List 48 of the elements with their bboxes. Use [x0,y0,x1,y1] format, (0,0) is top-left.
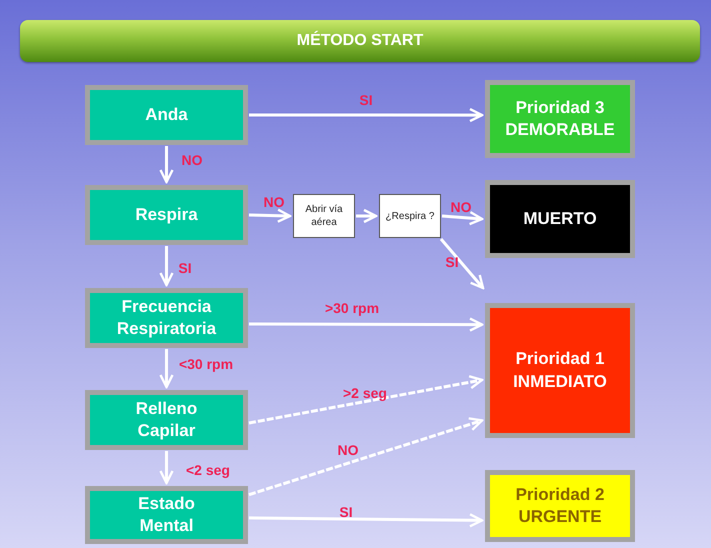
step-box [85,85,248,145]
arrow [356,208,378,224]
step-box [85,288,248,348]
box-text: Anda [145,104,188,126]
box-text: Frecuencia Respiratoria [116,296,216,340]
edge-label: <30 rpm [178,356,234,372]
edge-label: >30 rpm [324,300,380,316]
box-text: Respira [135,204,198,226]
box-text: Prioridad 2 URGENTE [514,484,606,528]
arrow [249,108,484,122]
arrow [249,317,484,332]
edge-label: SI [178,260,192,276]
arrow [159,146,174,184]
box-text: Estado Mental [137,492,196,537]
box-text: Relleno Capilar [134,398,198,442]
box-text: Abrir vía aérea [304,203,344,229]
arrow [248,208,292,223]
process-box [293,194,355,238]
arrow [442,210,484,226]
edge-label: SI [339,504,353,520]
box-text: ¿Respira ? [386,210,434,222]
process-box [379,194,441,238]
priority-box [485,80,635,158]
priority-box [485,180,635,258]
arrow [159,246,174,286]
arrow [440,238,484,290]
edge-label: SI [359,92,373,108]
edge-label: NO [182,152,202,168]
edge-label: NO [338,442,358,458]
box-text: Prioridad 3 DEMORABLE [504,96,616,141]
arrow [248,417,484,496]
title-bar: MÉTODO START [20,20,700,62]
edge-label: NO [450,199,472,215]
edge-label: NO [264,194,284,210]
arrow [159,451,174,484]
edge-label: <2 seg [186,462,230,478]
step-box [85,486,248,544]
edge-label: >2 seg [343,385,387,401]
arrow [248,375,484,424]
arrow [159,349,174,388]
box-text: Prioridad 1 INMEDIATO [512,348,608,392]
edge-label: SI [445,254,459,270]
arrow [248,513,484,528]
step-box [85,390,248,450]
priority-box [485,303,635,438]
step-box [85,185,248,245]
priority-box [485,470,635,542]
box-text: MUERTO [523,208,597,230]
